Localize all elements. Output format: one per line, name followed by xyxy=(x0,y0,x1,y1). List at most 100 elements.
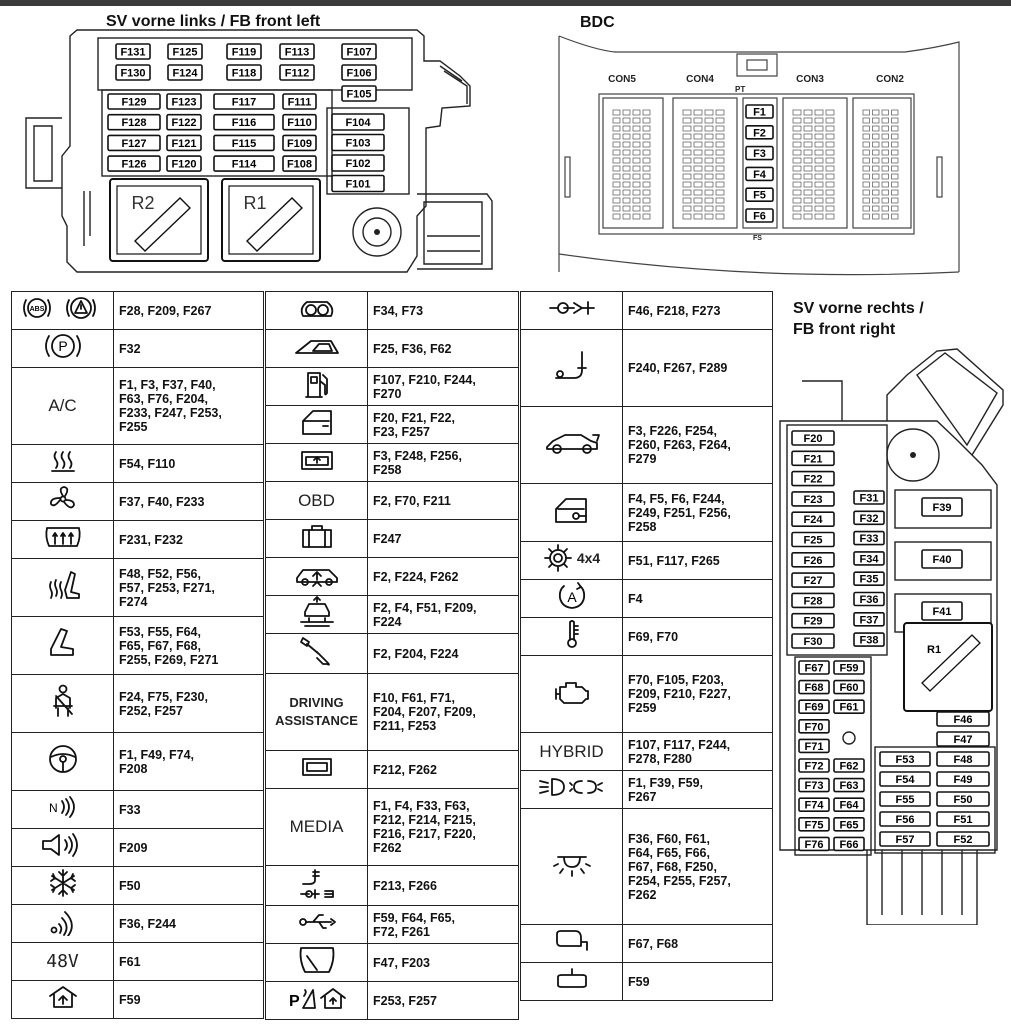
fuse-label: F50 xyxy=(954,794,973,806)
fuse-list: F247 xyxy=(367,519,519,558)
fuse-label: F131 xyxy=(120,47,145,59)
fuse-list: F70, F105, F203, F209, F210, F227, F259 xyxy=(622,655,773,733)
fuse-label: F120 xyxy=(171,159,196,171)
symbol-text: MEDIA xyxy=(289,817,344,836)
auto-start-stop-icon: A xyxy=(554,580,590,612)
fuse-slot: F21 xyxy=(791,450,835,467)
fuse-label: F130 xyxy=(120,68,145,80)
fuse-list: F34, F73 xyxy=(367,291,519,330)
symbol-cell: A/C xyxy=(11,367,114,445)
fuse-slot: F116 xyxy=(213,113,275,131)
fuse-label: F114 xyxy=(232,159,257,171)
fuse-table-row: F67, F68 xyxy=(520,924,773,963)
fuse-label: F111 xyxy=(288,97,312,109)
fuse-label: F62 xyxy=(840,761,859,773)
seat-heating-icon xyxy=(43,568,83,602)
fuse-table-row: F107, F210, F244, F270 xyxy=(265,367,519,406)
fuse-slot: F110 xyxy=(282,113,317,131)
fuse-slot: F118 xyxy=(226,64,262,81)
title-bdc: BDC xyxy=(580,14,615,31)
fuse-slot: F109 xyxy=(282,134,317,152)
fuse-table-row: F4, F5, F6, F244, F249, F251, F256, F258 xyxy=(520,483,773,542)
interior-light-icon xyxy=(552,849,592,879)
relay-slot: R1 xyxy=(221,178,321,262)
fuse-slot: F24 xyxy=(791,511,835,527)
fuse-table-row: F25, F36, F62 xyxy=(265,329,519,368)
fuse-list: F107, F117, F244, F278, F280 xyxy=(622,732,773,771)
fuse-table-row: F213, F266 xyxy=(265,865,519,906)
fuse-slot: F101 xyxy=(331,174,385,193)
fuel-pump-icon xyxy=(303,369,331,399)
fuse-list: F33 xyxy=(113,790,264,829)
fuse-label: F28 xyxy=(804,595,823,607)
connector-label: CON2 xyxy=(876,74,904,85)
fuse-table-row: F247 xyxy=(265,519,519,558)
symbol-cell xyxy=(11,616,114,675)
relay-label: R1 xyxy=(243,193,266,213)
fuse-label: F128 xyxy=(121,117,146,129)
fuse-table-row: F54, F110 xyxy=(11,444,264,483)
symbol-cell: ABS xyxy=(11,291,114,330)
seatbelt-icon xyxy=(46,684,80,718)
display-icon xyxy=(298,755,336,779)
symbol-cell xyxy=(265,519,368,558)
symbol-cell: P xyxy=(11,329,114,368)
fuse-label: F46 xyxy=(954,714,973,726)
fuse-list: F2, F4, F51, F209, F224 xyxy=(367,595,519,634)
relay-label: R1 xyxy=(927,644,941,656)
title-front-right-line1: SV vorne rechts / xyxy=(793,300,924,317)
symbol-text: A/C xyxy=(48,396,77,415)
fuse-label: F25 xyxy=(804,535,823,547)
symbol-cell xyxy=(520,406,623,484)
symbol-cell xyxy=(265,865,368,906)
mirror-icon xyxy=(553,928,591,954)
fuse-slot: F114 xyxy=(213,155,275,172)
symbol-cell xyxy=(11,980,114,1019)
gear-4x4-icon: 4x4 xyxy=(543,543,600,573)
fuse-list: F37, F40, F233 xyxy=(113,482,264,521)
fuse-list: F10, F61, F71, F204, F207, F209, F211, F… xyxy=(367,673,519,751)
fuse-label: F107 xyxy=(346,47,371,59)
fuse-label: F124 xyxy=(172,68,198,80)
fuse-slot: F3 xyxy=(745,145,774,161)
fuse-list: F53, F55, F64, F65, F67, F68, F255, F269… xyxy=(113,616,264,675)
door-lock-icon xyxy=(552,495,592,525)
fuse-label: F57 xyxy=(896,834,915,846)
fuse-slot: F128 xyxy=(107,113,161,131)
fuse-label: F69 xyxy=(805,702,824,714)
fuse-slot: F129 xyxy=(107,93,161,110)
fuse-list: F46, F218, F273 xyxy=(622,291,773,330)
fuse-label: F32 xyxy=(860,513,879,525)
fuse-label: F71 xyxy=(805,741,824,753)
fuse-slot: F113 xyxy=(279,43,315,60)
symbol-text: DRIVING ASSISTANCE xyxy=(275,695,358,728)
fuse-label: F2 xyxy=(753,127,766,139)
symbol-cell xyxy=(265,633,368,674)
fuse-slot: F47 xyxy=(936,731,990,747)
fuse-table-row: F1, F39, F59, F267 xyxy=(520,770,773,809)
seat-icon xyxy=(43,627,83,659)
symbol-cell xyxy=(520,483,623,542)
fuse-label: F125 xyxy=(172,47,197,59)
tow-hook-icon xyxy=(552,348,592,384)
fuse-slot: F26 xyxy=(791,552,835,568)
fuse-slot: F50 xyxy=(936,791,990,807)
relay-slot: R2 xyxy=(109,178,209,262)
fuse-slot: F20 xyxy=(791,430,835,446)
socket-icon xyxy=(295,866,339,900)
relay-label: R2 xyxy=(131,193,154,213)
fuse-label: F6 xyxy=(753,211,766,223)
fuse-table-row: F2, F204, F224 xyxy=(265,633,519,674)
fuse-label: F103 xyxy=(345,138,370,150)
fuse-slot: F48 xyxy=(936,751,990,767)
fuse-list: F36, F60, F61, F64, F65, F66, F67, F68, … xyxy=(622,808,773,925)
fuse-list: F3, F226, F254, F260, F263, F264, F279 xyxy=(622,406,773,484)
symbol-cell xyxy=(265,595,368,634)
fuse-slot: F35 xyxy=(853,571,885,586)
